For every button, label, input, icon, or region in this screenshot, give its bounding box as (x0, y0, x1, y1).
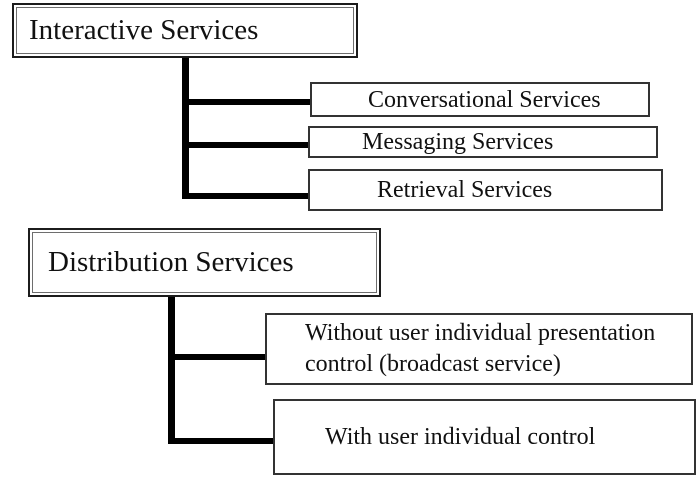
interactive-services-label: Interactive Services (29, 14, 259, 46)
distribution-services-box: Distribution Services (28, 228, 381, 297)
distribution-services-box-inner: Distribution Services (32, 232, 377, 293)
messaging-services-label: Messaging Services (362, 129, 554, 155)
interactive-branch-conversational-line (182, 99, 310, 105)
retrieval-services-box: Retrieval Services (308, 169, 663, 211)
distribution-services-label: Distribution Services (48, 246, 294, 278)
distribution-branch-without-line (168, 354, 265, 360)
messaging-services-box: Messaging Services (308, 126, 658, 158)
interactive-trunk-line (182, 58, 189, 199)
without-user-control-line2: control (broadcast service) (305, 351, 561, 377)
conversational-services-box: Conversational Services (310, 82, 650, 117)
retrieval-services-label: Retrieval Services (377, 177, 553, 203)
without-user-control-line1: Without user individual presentation (305, 320, 656, 346)
without-user-control-box: Without user individual presentation con… (265, 313, 693, 385)
interactive-branch-messaging-line (182, 142, 310, 148)
distribution-branch-with-line (168, 438, 273, 444)
distribution-trunk-line (168, 297, 175, 444)
without-user-control-label: Without user individual presentation con… (305, 318, 655, 380)
with-user-control-box: With user individual control (273, 399, 696, 475)
interactive-services-box-inner: Interactive Services (16, 7, 354, 54)
conversational-services-label: Conversational Services (368, 86, 601, 113)
interactive-services-box: Interactive Services (12, 3, 358, 58)
with-user-control-label: With user individual control (325, 424, 596, 450)
interactive-branch-retrieval-line (182, 193, 310, 199)
